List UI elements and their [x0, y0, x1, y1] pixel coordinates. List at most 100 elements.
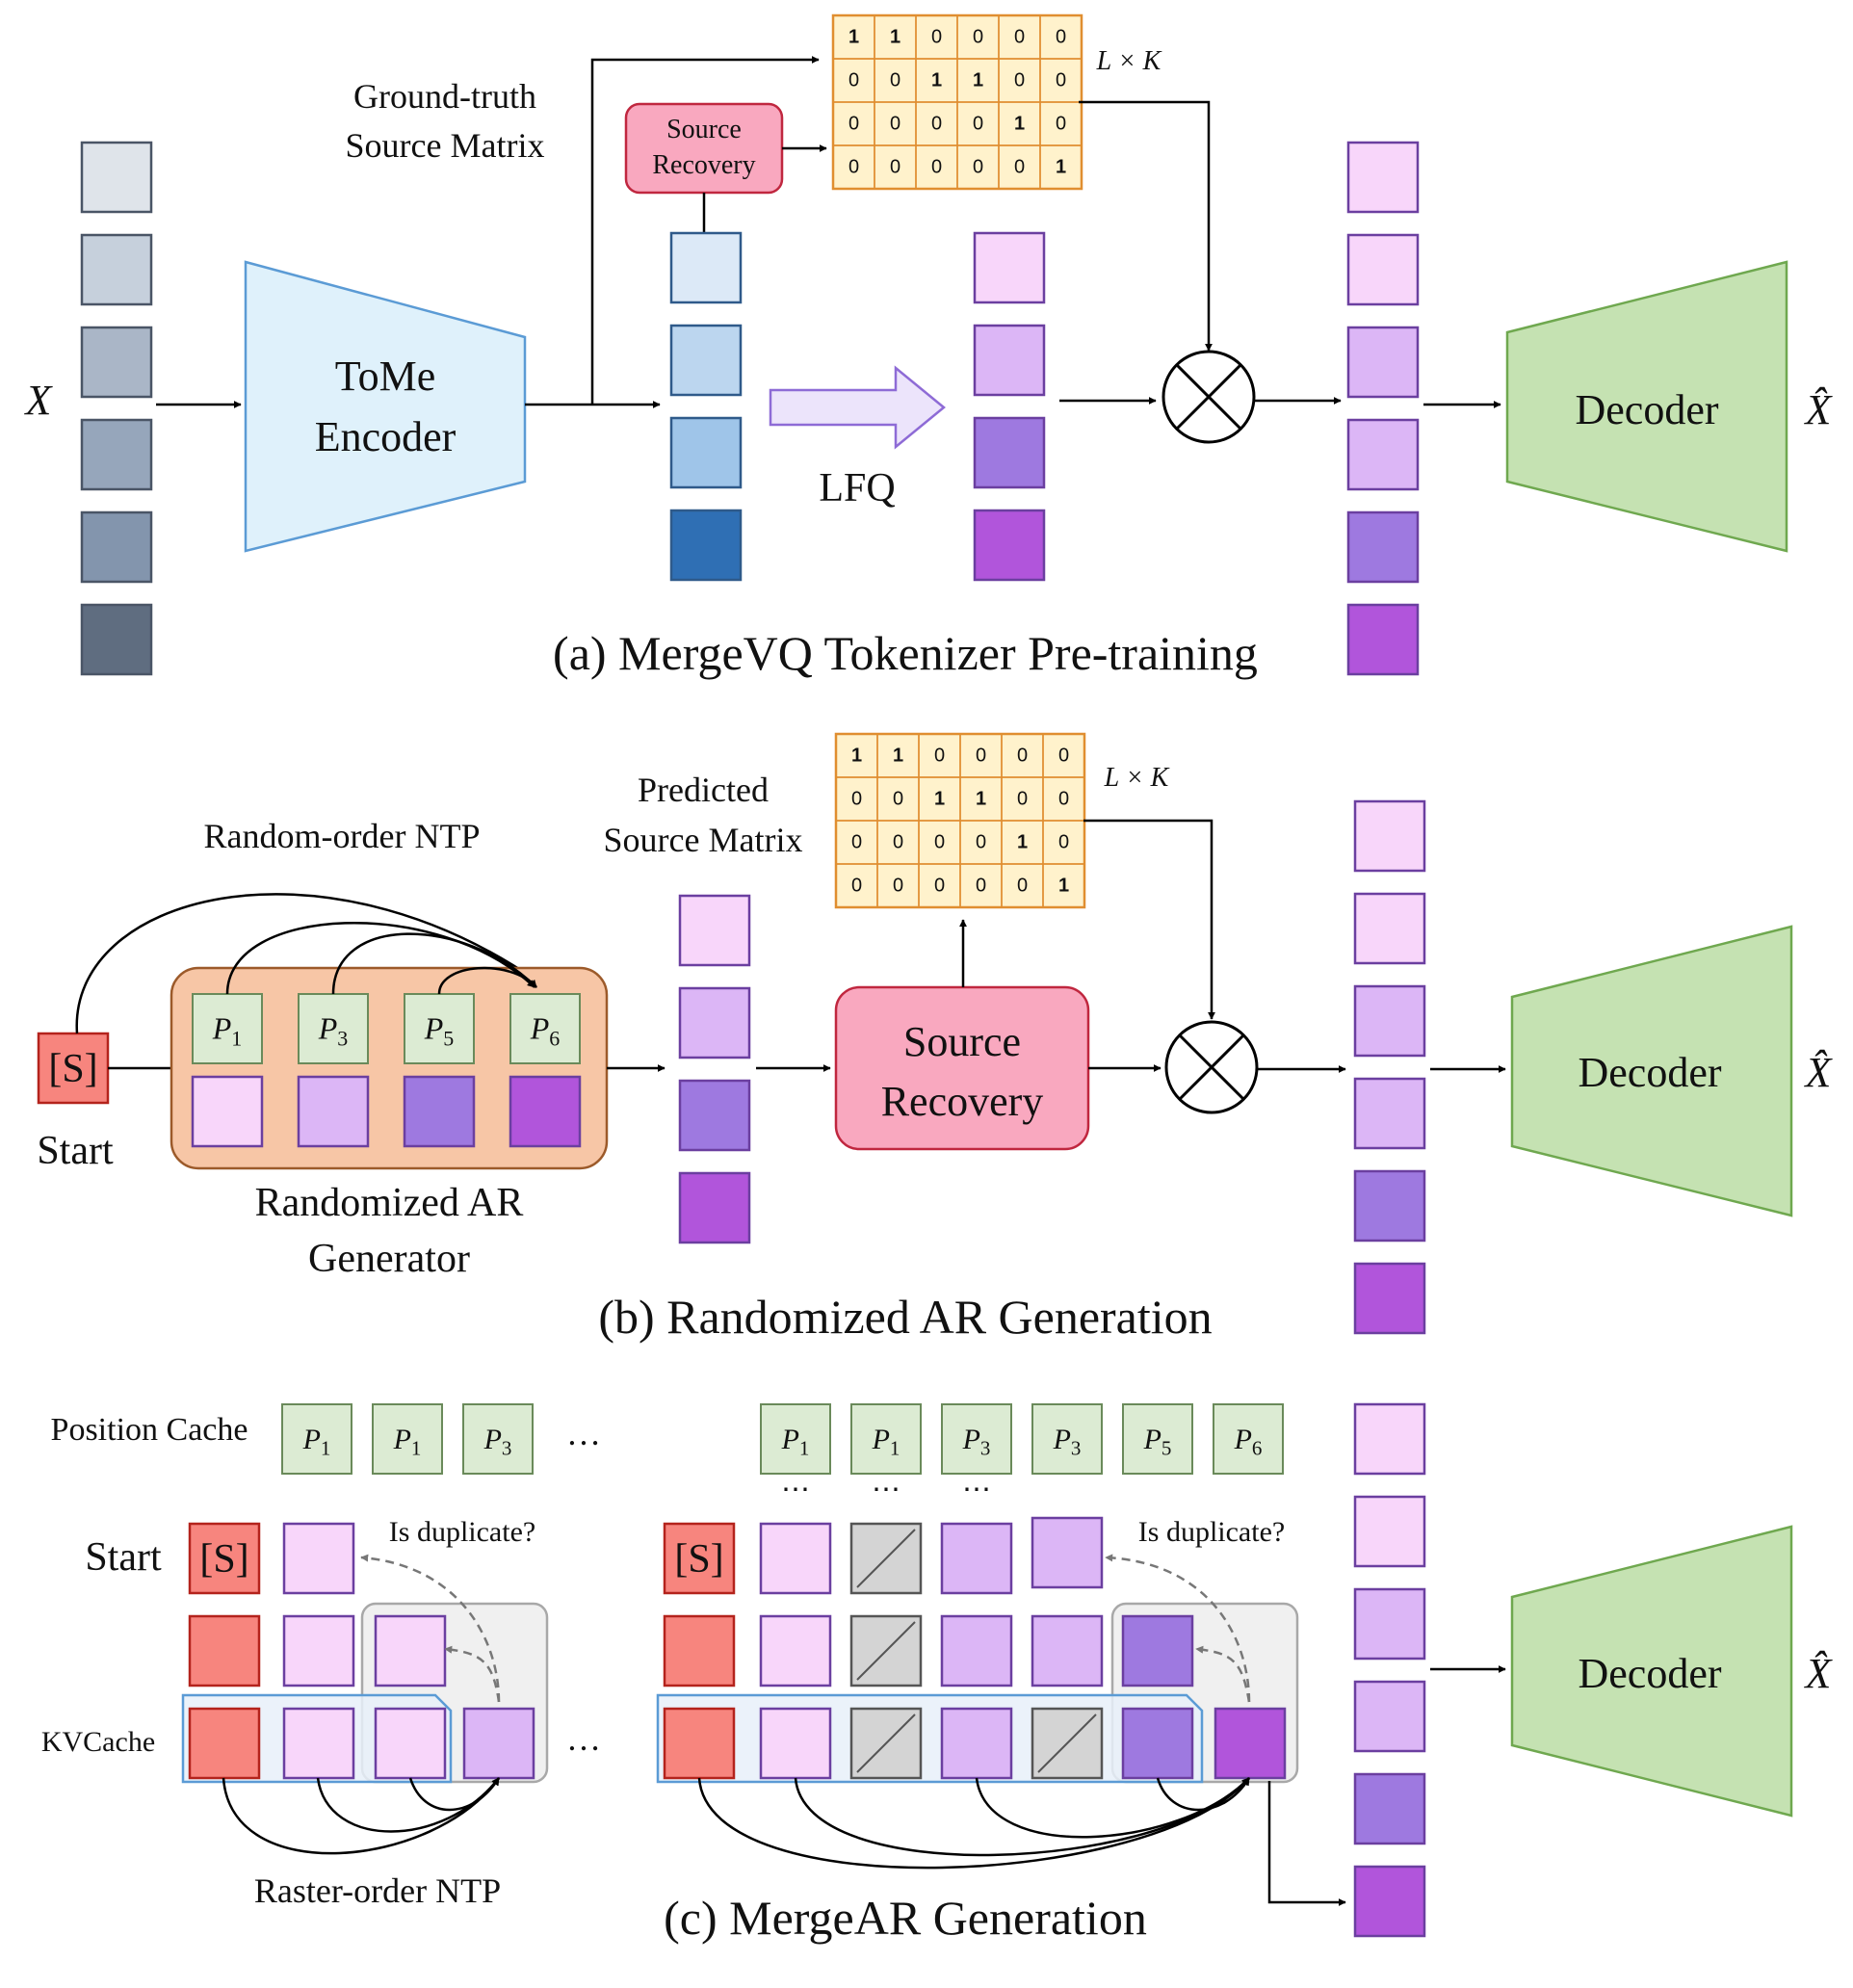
matrix-cell: 0 — [848, 157, 859, 178]
vdots-3: ⋯ — [962, 1474, 991, 1505]
gen-token — [374, 1614, 447, 1687]
generator-token-4 — [509, 1075, 582, 1148]
matrix-cell: 0 — [934, 876, 945, 897]
svg-text:P3: P3 — [483, 1424, 512, 1460]
matrix-cell: 0 — [893, 876, 903, 897]
generator-position-4: P6 — [509, 993, 581, 1064]
generator-position-2: P3 — [298, 993, 369, 1064]
matrix-cell: 0 — [976, 876, 986, 897]
recovered-token-b-6 — [1353, 1262, 1426, 1335]
lfq-arrow — [769, 365, 946, 450]
caption-c: (c) MergeAR Generation — [664, 1891, 1147, 1945]
start-token: [S] — [188, 1522, 261, 1595]
encoded-token-1 — [669, 231, 743, 304]
recovered-token-2 — [1346, 233, 1420, 306]
gen-token — [759, 1707, 832, 1780]
caption-b: (b) Randomized AR Generation — [598, 1290, 1212, 1344]
svg-text:[S]: [S] — [674, 1537, 723, 1582]
vdots-1: ⋯ — [781, 1474, 810, 1505]
recovered-token-b-5 — [1353, 1169, 1426, 1242]
matrix-cell: 0 — [1014, 70, 1025, 92]
decoder-b-label: Decoder — [1578, 1049, 1721, 1096]
gen-token — [374, 1707, 447, 1780]
recovered-token-6 — [1346, 603, 1420, 676]
matrix-cell: 0 — [1014, 27, 1025, 48]
gen-token — [940, 1614, 1013, 1687]
start-token-cache — [188, 1707, 261, 1780]
matrix-cell: 1 — [931, 70, 942, 92]
multiply-operator-b — [1164, 1020, 1259, 1114]
generator-token-1 — [191, 1075, 264, 1148]
start-token: [S] — [663, 1522, 736, 1595]
cache-position-left-3: P3 — [462, 1403, 534, 1475]
gen-token — [940, 1522, 1013, 1595]
recovered-token-5 — [1346, 510, 1420, 584]
matrix-cell: 1 — [1058, 876, 1069, 897]
matrix-cell: 0 — [1058, 789, 1069, 810]
matrix-cell: 1 — [1014, 114, 1025, 135]
cache-position-right-6: P6 — [1213, 1403, 1284, 1475]
generated-token-2 — [678, 986, 751, 1059]
matrix-cell: 0 — [934, 746, 945, 767]
gen-token — [282, 1614, 355, 1687]
cache-position-right-5: P5 — [1122, 1403, 1193, 1475]
skipped-token — [1031, 1707, 1104, 1780]
matrix-cell: 0 — [1058, 832, 1069, 853]
start-token-cache — [188, 1614, 261, 1687]
matrix-cell: 0 — [931, 157, 942, 178]
quantized-token-3 — [973, 416, 1046, 489]
cache-position-right-2: P1 — [850, 1403, 922, 1475]
multiply-operator-a — [1161, 350, 1256, 444]
predicted-label-line2: Source Matrix — [604, 821, 803, 859]
recovered-token-column-b — [1353, 799, 1426, 1335]
start-token-cache — [663, 1614, 736, 1687]
recovered-token-4 — [1346, 418, 1420, 491]
matrix-cell: 0 — [934, 832, 945, 853]
matrix-cell: 0 — [851, 832, 862, 853]
generator-position-1: P1 — [192, 993, 263, 1064]
output-token-column-c — [1353, 1402, 1426, 1938]
matrix-dim-a: L × K — [1096, 46, 1162, 76]
matrix-cell: 0 — [1056, 27, 1066, 48]
cache-position-right-4: P3 — [1031, 1403, 1103, 1475]
kv-ellipsis-left: … — [566, 1719, 601, 1758]
matrix-cell: 0 — [973, 27, 983, 48]
tome-encoder — [244, 260, 527, 553]
matrix-cell: 1 — [1017, 832, 1028, 853]
output-token-c-3 — [1353, 1587, 1426, 1661]
input-token-column — [80, 141, 153, 676]
matrix-cell: 1 — [890, 27, 900, 48]
matrix-cell: 0 — [973, 114, 983, 135]
matrix-cell: 0 — [1017, 746, 1028, 767]
matrix-cell: 1 — [973, 70, 983, 92]
output-token-c-6 — [1353, 1865, 1426, 1938]
decoder-b — [1510, 925, 1793, 1217]
source-recovery-a-line2: Recovery — [652, 150, 755, 180]
source-recovery-b-line1: Source — [903, 1018, 1021, 1065]
input-token-1 — [80, 141, 153, 214]
caption-a: (a) MergeVQ Tokenizer Pre-training — [553, 626, 1258, 680]
decoder-a — [1505, 260, 1788, 553]
ground-truth-label-line2: Source Matrix — [346, 126, 545, 165]
output-token-c-5 — [1353, 1772, 1426, 1845]
gen-token — [759, 1614, 832, 1687]
start-label-b: Start — [37, 1129, 114, 1173]
skipped-token — [849, 1614, 923, 1687]
matrix-cell: 0 — [976, 832, 986, 853]
gen-token — [759, 1522, 832, 1595]
output-token-c-4 — [1353, 1680, 1426, 1753]
encoded-token-column — [669, 231, 743, 582]
panel-a-tokenizer-pretraining: X ToMe Encoder Ground-truth Source Matri… — [24, 13, 1834, 680]
matrix-cell: 0 — [848, 70, 859, 92]
gen-token — [1031, 1614, 1104, 1687]
input-label-x: X — [24, 377, 54, 424]
svg-text:P1: P1 — [781, 1424, 810, 1460]
lfq-label: LFQ — [819, 466, 895, 510]
matrix-cell: 0 — [1056, 114, 1066, 135]
gen-token — [282, 1707, 355, 1780]
